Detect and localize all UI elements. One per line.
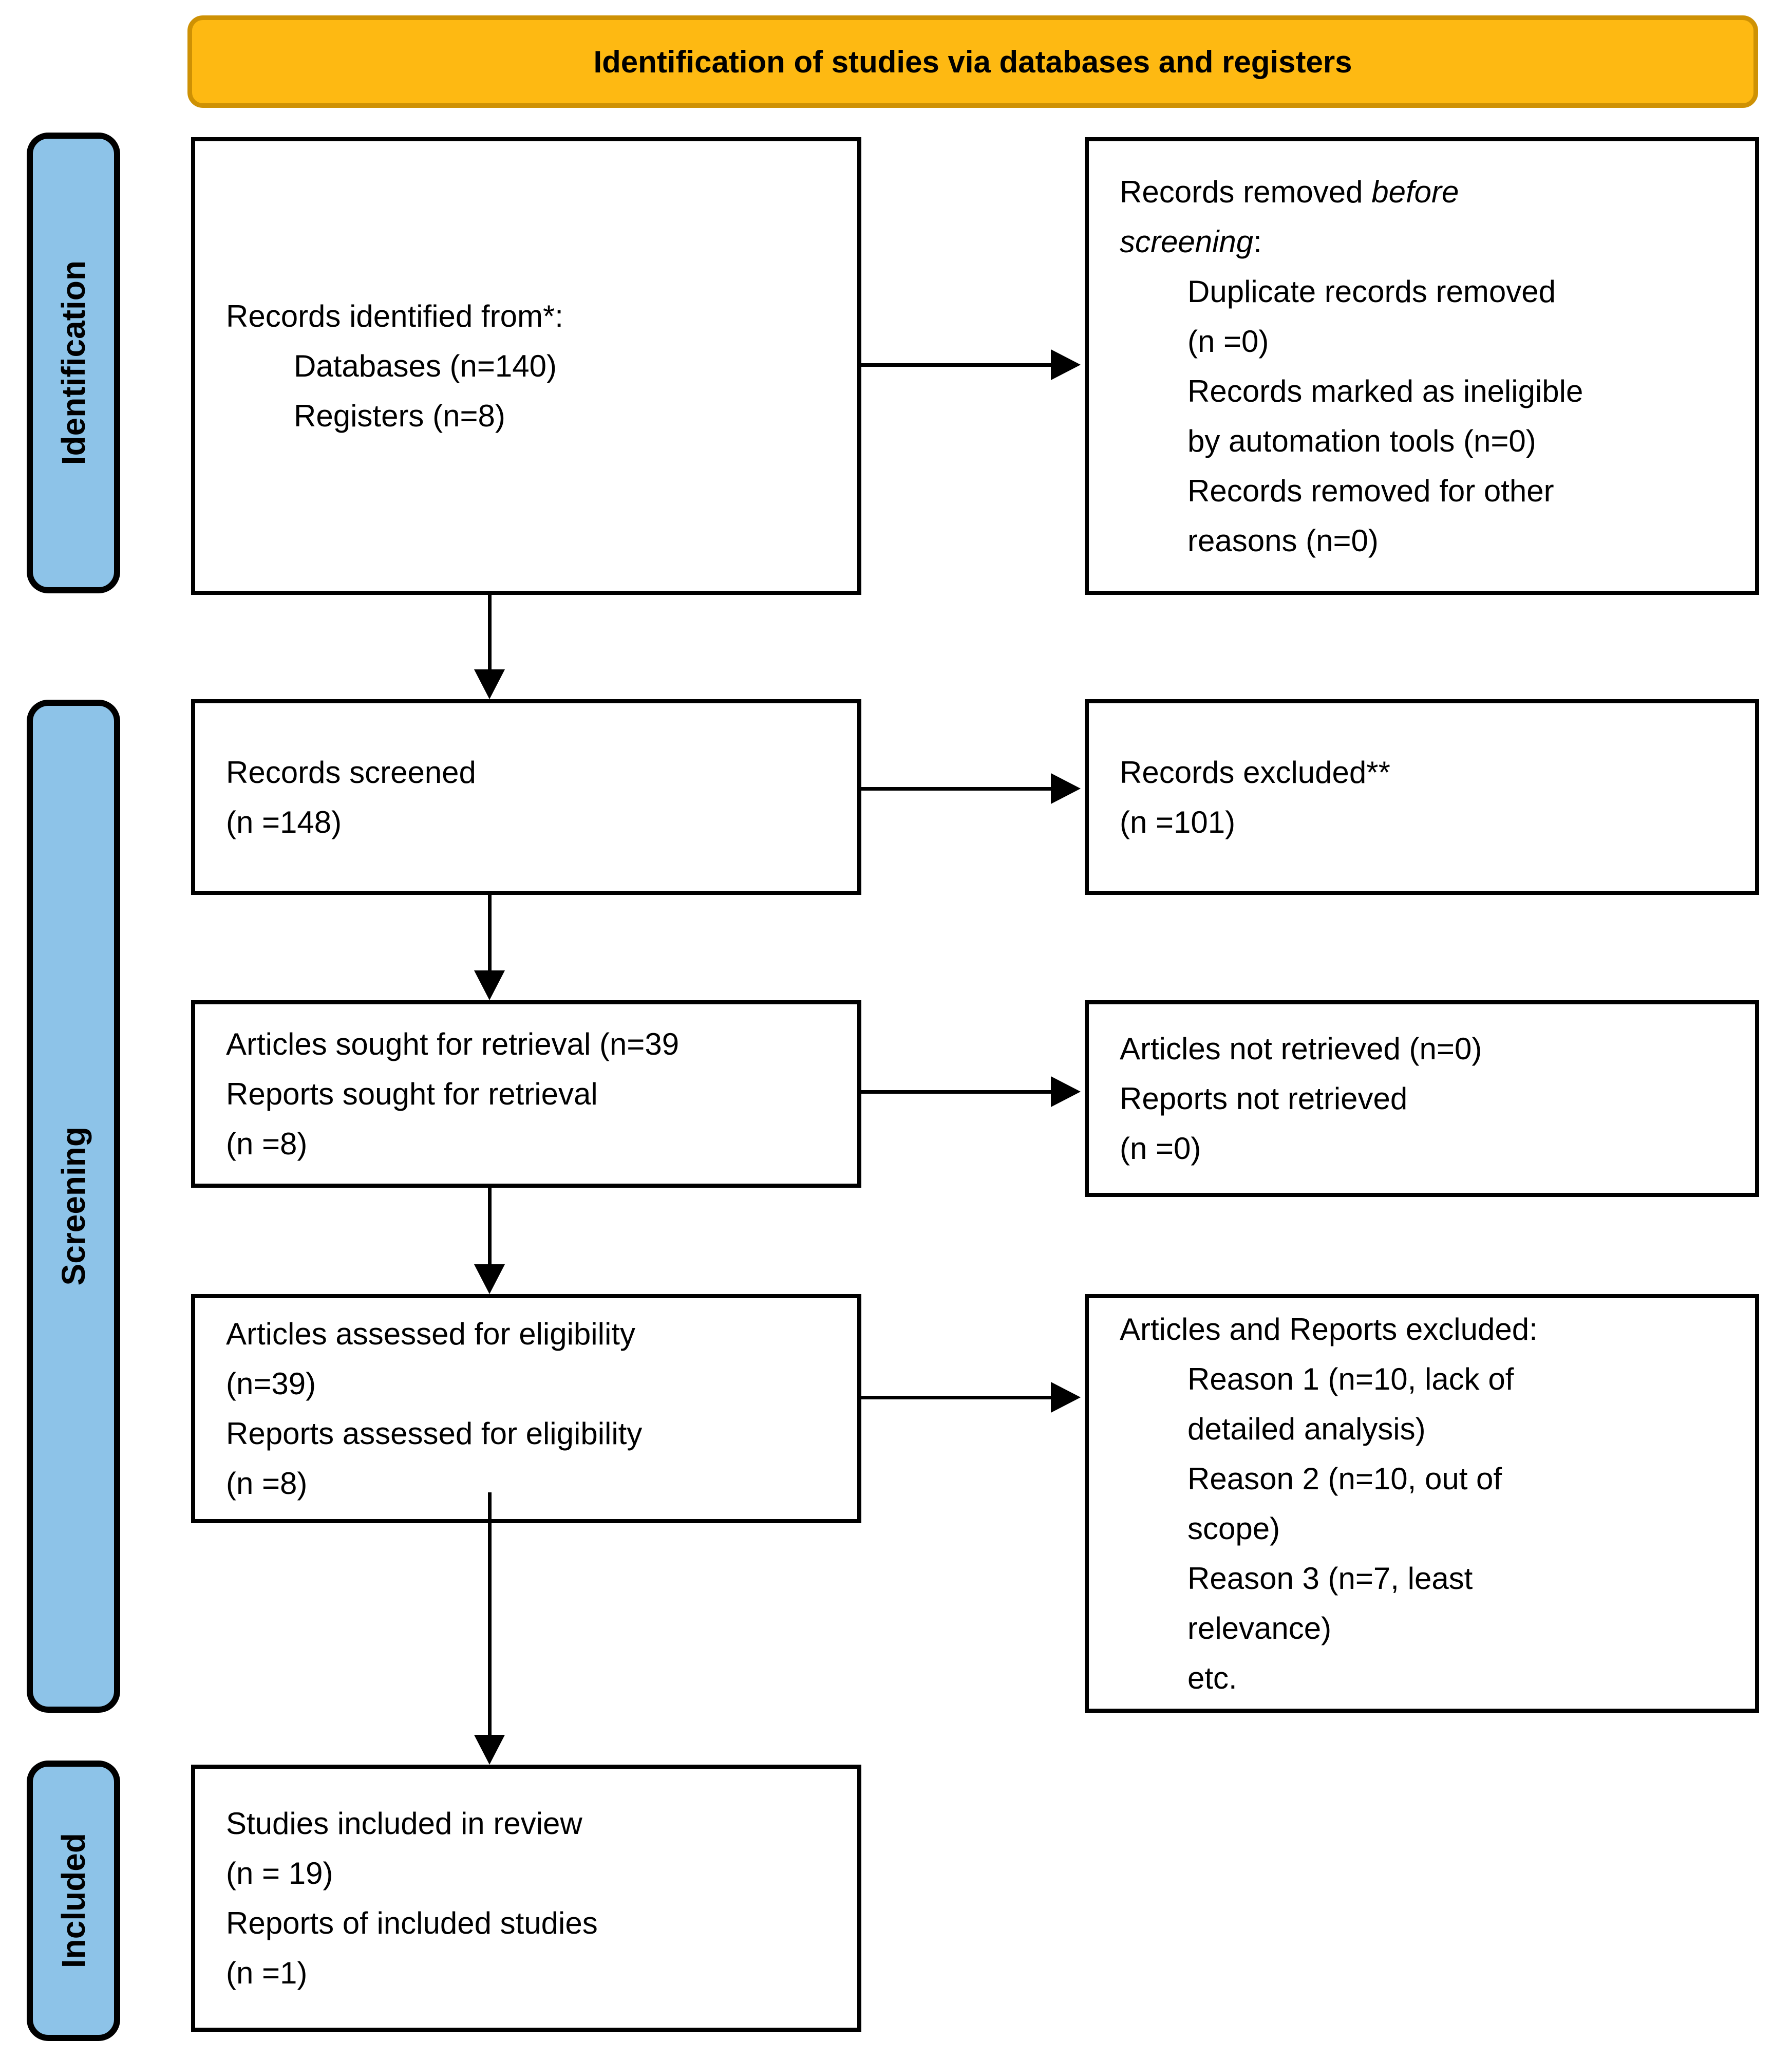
arrow-screened-to-sought-head <box>474 970 505 1000</box>
box-articles-reports-excluded: Articles and Reports excluded: Reason 1 … <box>1085 1294 1759 1713</box>
arrow-assessed-to-included-line <box>488 1492 492 1736</box>
box-assessed-eligibility-line: Articles assessed for eligibility <box>226 1317 635 1351</box>
arrow-screened-to-sought-line <box>488 895 492 971</box>
arrow-screened-to-excluded-line <box>861 787 1051 791</box>
stage-label-included-text: Included <box>55 1833 92 1969</box>
arrow-screened-to-excluded-head <box>1051 773 1081 804</box>
box-articles-reports-excluded-line: Reason 2 (n=10, out of <box>1187 1461 1502 1496</box>
banner: Identification of studies via databases … <box>187 15 1758 108</box>
box-sought-retrieval-line: Reports sought for retrieval <box>226 1077 598 1111</box>
arrow-identified-to-screened-head <box>474 669 505 699</box>
arrow-sought-to-assessed-line <box>488 1188 492 1265</box>
box-records-removed-line: screening: <box>1120 224 1262 259</box>
arrow-identified-to-screened-line <box>488 595 492 670</box>
arrow-assessed-to-reasonexcluded-head <box>1051 1382 1081 1413</box>
box-records-removed-line: (n =0) <box>1187 324 1269 359</box>
box-records-identified: Records identified from*: Databases (n=1… <box>191 137 861 595</box>
box-articles-reports-excluded-line: detailed analysis) <box>1187 1411 1426 1446</box>
box-records-screened-line: Records screened <box>226 755 476 790</box>
box-records-excluded-line: (n =101) <box>1120 804 1236 839</box>
box-studies-included-line: Studies included in review <box>226 1806 582 1841</box>
box-assessed-eligibility-line: Reports assessed for eligibility <box>226 1416 643 1451</box>
box-records-removed-line: Records removed before <box>1120 174 1459 209</box>
box-records-removed-line: Records marked as ineligible <box>1187 373 1583 408</box>
arrow-assessed-to-included-head <box>474 1735 505 1765</box>
box-studies-included-line: (n = 19) <box>226 1856 333 1890</box>
stage-label-identification: Identification <box>27 133 120 593</box>
box-records-identified-line: Records identified from*: <box>226 299 563 333</box>
box-articles-reports-excluded-line: scope) <box>1187 1511 1280 1546</box>
box-records-screened-line: (n =148) <box>226 804 342 839</box>
box-records-screened: Records screened (n =148) <box>191 699 861 895</box>
box-assessed-eligibility-line: (n =8) <box>226 1466 308 1501</box>
box-articles-reports-excluded-line: Reason 3 (n=7, least <box>1187 1561 1473 1596</box>
box-not-retrieved-line: Reports not retrieved <box>1120 1081 1408 1116</box>
stage-label-identification-text: Identification <box>55 260 92 465</box>
banner-title: Identification of studies via databases … <box>593 44 1352 79</box>
box-articles-reports-excluded-line: Articles and Reports excluded: <box>1120 1312 1538 1346</box>
box-sought-retrieval: Articles sought for retrieval (n=39 Repo… <box>191 1000 861 1188</box>
box-not-retrieved-line: Articles not retrieved (n=0) <box>1120 1032 1482 1066</box>
arrow-identified-to-removed-head <box>1051 349 1081 380</box>
arrow-sought-to-notretrieved-line <box>861 1090 1051 1094</box>
box-records-removed-line: by automation tools (n=0) <box>1187 423 1536 458</box>
box-not-retrieved-line: (n =0) <box>1120 1131 1201 1166</box>
box-assessed-eligibility-line: (n=39) <box>226 1367 316 1401</box>
box-records-removed: Records removed before screening: Duplic… <box>1085 137 1759 595</box>
stage-label-included: Included <box>27 1761 120 2041</box>
box-records-excluded: Records excluded** (n =101) <box>1085 699 1759 895</box>
arrow-identified-to-removed-line <box>861 363 1051 367</box>
box-articles-reports-excluded-line: relevance) <box>1187 1611 1332 1645</box>
arrow-sought-to-notretrieved-head <box>1051 1076 1081 1107</box>
stage-label-screening: Screening <box>27 700 120 1713</box>
box-records-identified-line: Databases (n=140) <box>294 349 557 383</box>
box-records-removed-line: Records removed for other <box>1187 473 1554 508</box>
box-records-identified-line: Registers (n=8) <box>294 399 505 433</box>
box-sought-retrieval-line: Articles sought for retrieval (n=39 <box>226 1027 680 1061</box>
box-studies-included: Studies included in review (n = 19) Repo… <box>191 1765 861 2032</box>
arrow-sought-to-assessed-head <box>474 1264 505 1294</box>
stage-label-screening-text: Screening <box>55 1127 92 1286</box>
box-records-removed-line: Duplicate records removed <box>1187 274 1556 309</box>
box-not-retrieved: Articles not retrieved (n=0) Reports not… <box>1085 1000 1759 1197</box>
box-studies-included-line: Reports of included studies <box>226 1906 598 1940</box>
box-articles-reports-excluded-line: etc. <box>1187 1660 1237 1695</box>
box-articles-reports-excluded-line: Reason 1 (n=10, lack of <box>1187 1361 1514 1396</box>
arrow-assessed-to-reasonexcluded-line <box>861 1396 1051 1399</box>
box-records-excluded-line: Records excluded** <box>1120 755 1390 790</box>
box-studies-included-line: (n =1) <box>226 1956 308 1990</box>
box-records-removed-line: reasons (n=0) <box>1187 523 1379 558</box>
box-assessed-eligibility: Articles assessed for eligibility (n=39)… <box>191 1294 861 1523</box>
box-sought-retrieval-line: (n =8) <box>226 1127 308 1161</box>
